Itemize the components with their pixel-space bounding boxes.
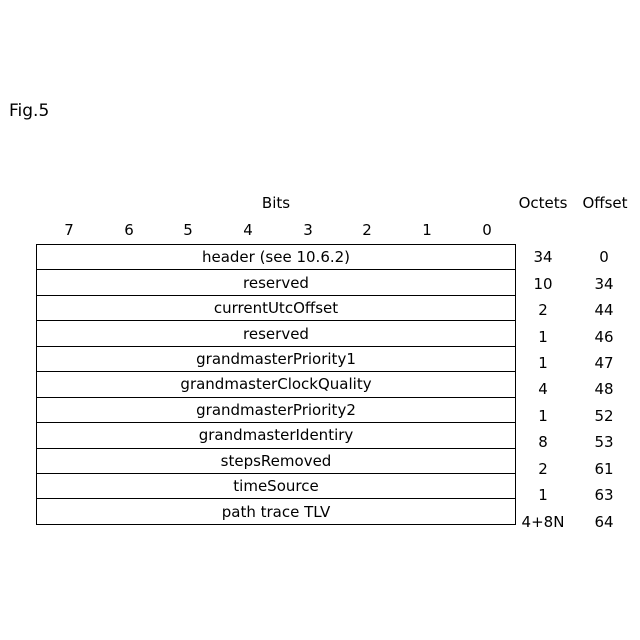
field-row: currentUtcOffset (37, 296, 515, 321)
bit-number-7: 7 (64, 221, 74, 239)
octets-value: 1 (517, 323, 569, 349)
offset-value: 0 (578, 244, 630, 270)
field-row: timeSource (37, 474, 515, 499)
octets-value: 10 (517, 270, 569, 296)
field-row: grandmasterPriority1 (37, 347, 515, 372)
field-row: grandmasterPriority2 (37, 398, 515, 423)
figure-label: Fig.5 (9, 101, 49, 121)
octets-value: 2 (517, 456, 569, 482)
field-table: header (see 10.6.2) reserved currentUtcO… (36, 244, 516, 525)
offset-value: 52 (578, 403, 630, 429)
octets-value: 4 (517, 376, 569, 402)
bit-number-2: 2 (362, 221, 372, 239)
offset-value: 53 (578, 429, 630, 455)
offset-header: Offset (582, 194, 627, 212)
offset-value: 64 (578, 508, 630, 534)
offset-value: 34 (578, 270, 630, 296)
bits-header: Bits (262, 194, 290, 212)
field-row: grandmasterClockQuality (37, 372, 515, 397)
octets-value: 34 (517, 244, 569, 270)
octets-header: Octets (519, 194, 568, 212)
offset-value: 44 (578, 297, 630, 323)
bit-number-5: 5 (183, 221, 193, 239)
bit-number-6: 6 (124, 221, 134, 239)
offset-value: 48 (578, 376, 630, 402)
bit-number-0: 0 (482, 221, 492, 239)
offset-value: 47 (578, 350, 630, 376)
octets-value: 4+8N (517, 508, 569, 534)
field-row: grandmasterIdentiry (37, 423, 515, 448)
bit-number-1: 1 (422, 221, 432, 239)
offset-column: 0 34 44 46 47 48 52 53 61 63 64 (578, 244, 630, 535)
octets-value: 1 (517, 350, 569, 376)
offset-value: 63 (578, 482, 630, 508)
offset-value: 46 (578, 323, 630, 349)
octets-value: 1 (517, 403, 569, 429)
offset-value: 61 (578, 456, 630, 482)
octets-column: 34 10 2 1 1 4 1 8 2 1 4+8N (517, 244, 569, 535)
bit-number-3: 3 (303, 221, 313, 239)
octets-value: 2 (517, 297, 569, 323)
field-row: reserved (37, 270, 515, 295)
octets-value: 1 (517, 482, 569, 508)
field-row: stepsRemoved (37, 449, 515, 474)
field-row: reserved (37, 321, 515, 346)
octets-value: 8 (517, 429, 569, 455)
field-row: header (see 10.6.2) (37, 245, 515, 270)
field-row: path trace TLV (37, 499, 515, 524)
bit-number-4: 4 (243, 221, 253, 239)
